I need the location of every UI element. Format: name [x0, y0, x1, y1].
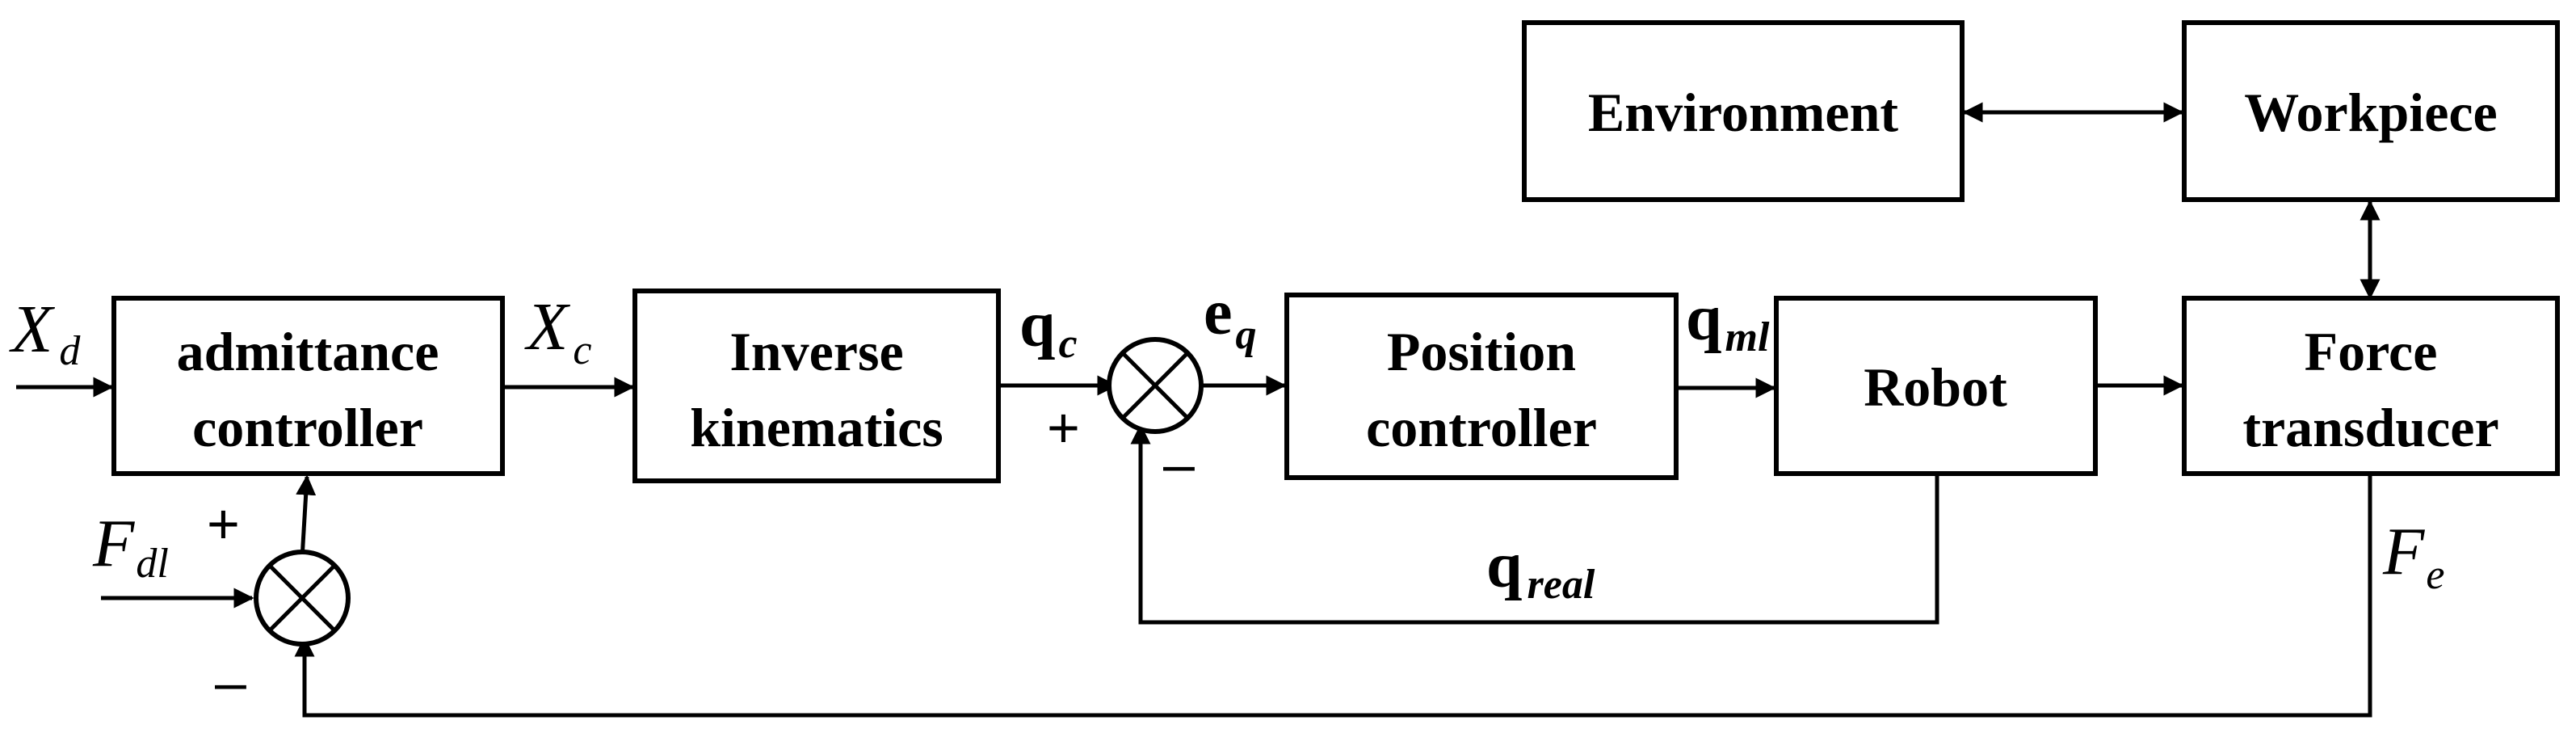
sign-force-minus: – [215, 651, 246, 714]
summing-junction-main [1107, 337, 1204, 434]
arrow-sum-to-admittance [296, 474, 317, 559]
block-admittance-controller: admittance controller [111, 296, 505, 476]
signal-qml: qml [1686, 283, 1770, 360]
block-inverse-kinematics: Inverse kinematics [632, 289, 1001, 483]
position-label-line2: controller [1366, 397, 1597, 458]
block-environment: Environment [1522, 20, 1965, 202]
block-position-controller: Position controller [1284, 293, 1679, 480]
ik-label-line2: kinematics [690, 397, 943, 458]
signal-qc: qc [1019, 289, 1078, 367]
signal-fe: Fe [2382, 514, 2444, 598]
environment-label: Environment [1588, 82, 1898, 143]
transducer-label-line1: Force [2305, 321, 2438, 382]
feedback-qreal [1130, 423, 1939, 625]
admittance-label-line2: controller [192, 397, 423, 458]
position-label-line1: Position [1387, 321, 1576, 382]
robot-label: Robot [1864, 356, 2007, 418]
block-workpiece: Workpiece [2182, 20, 2560, 202]
signal-fdl: Fdl [92, 506, 169, 587]
connections [16, 102, 2381, 718]
workpiece-label: Workpiece [2244, 82, 2498, 143]
transducer-label-line2: transducer [2242, 397, 2498, 458]
sign-main-minus: – [1163, 432, 1195, 495]
sign-main-plus: + [1047, 396, 1080, 459]
ik-label-line1: Inverse [729, 321, 903, 382]
sign-force-plus: + [207, 492, 240, 555]
admittance-label-line1: admittance [177, 321, 439, 382]
feedback-force [294, 474, 2372, 718]
block-robot: Robot [1774, 296, 2098, 476]
signal-eq: eq [1204, 277, 1257, 358]
block-force-transducer: Force transducer [2182, 296, 2560, 476]
summing-junction-force [254, 550, 351, 647]
